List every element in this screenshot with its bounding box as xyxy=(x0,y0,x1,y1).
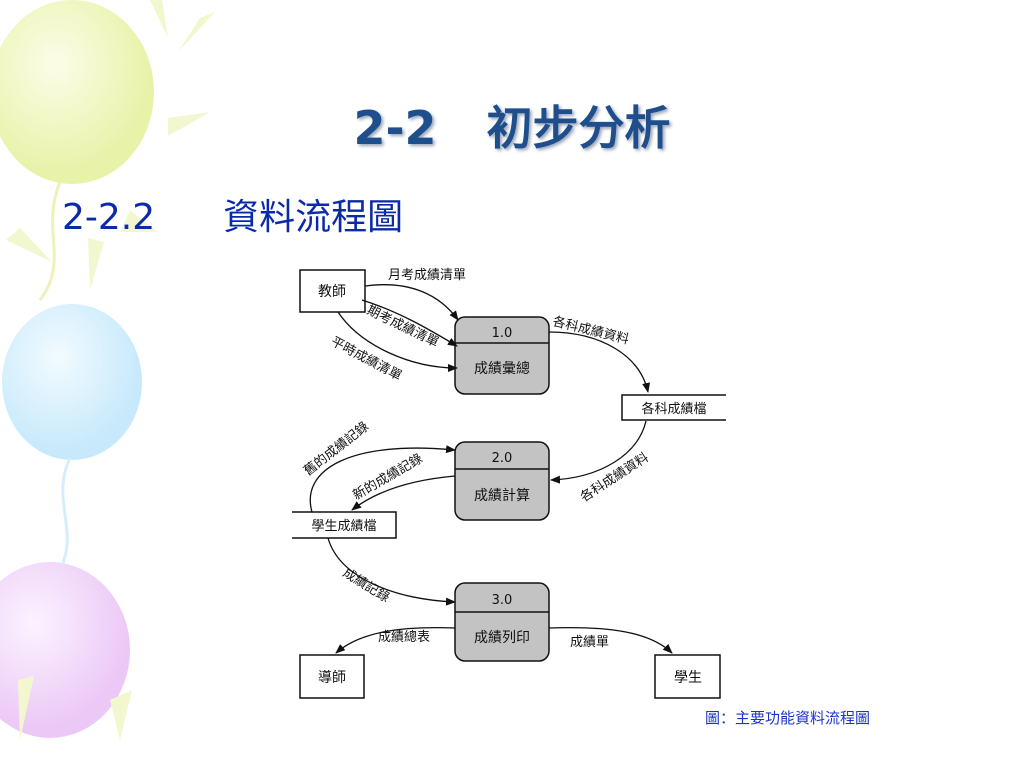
section-text: 資料流程圖 xyxy=(223,197,404,238)
sparkle-rays xyxy=(6,0,215,740)
flow-subject-data-1-label: 各科成績資料 xyxy=(551,313,631,347)
entity-mentor: 導師 xyxy=(299,654,365,699)
process-2-id: 2.0 xyxy=(492,451,513,466)
flow-old-records-arrow xyxy=(309,445,456,513)
entity-teacher: 教師 xyxy=(299,269,366,313)
datastore-student-grades-label: 學生成績檔 xyxy=(311,519,376,534)
flow-monthly-label: 月考成績清單 xyxy=(388,268,466,283)
flow-new-records-arrow xyxy=(351,475,456,511)
flow-subject-data-2-arrow xyxy=(550,420,647,484)
flow-records-label: 成績記錄 xyxy=(340,565,393,606)
datastore-subject-grades: 各科成績檔 xyxy=(621,394,726,421)
flow-monthly-arrow xyxy=(364,284,459,321)
blue-balloon xyxy=(2,304,142,460)
flow-records-arrow xyxy=(327,537,456,606)
slide-title: 2-2 初步分析 xyxy=(0,92,1024,158)
process-1-id: 1.0 xyxy=(492,326,513,341)
flow-usual-label: 平時成績清單 xyxy=(328,334,404,384)
flow-summary-arrow xyxy=(335,627,456,654)
flow-summary-label: 成績總表 xyxy=(378,629,430,645)
entity-student-label: 學生 xyxy=(674,670,702,686)
process-1-name: 成績彙總 xyxy=(474,360,530,377)
entity-mentor-label: 導師 xyxy=(318,670,346,686)
flow-usual-arrow xyxy=(337,311,458,372)
flow-report-label: 成績單 xyxy=(570,635,609,650)
flow-midterm-arrow xyxy=(361,299,458,347)
entity-student: 學生 xyxy=(654,654,721,699)
flow-subject-data-2-label: 各科成績資料 xyxy=(577,449,651,505)
flow-midterm-label: 期考成績清單 xyxy=(364,303,441,351)
yellow-balloon-string xyxy=(38,181,62,301)
figure-caption: 圖：主要功能資料流程圖 xyxy=(705,709,871,727)
process-3: 3.0 成績列印 xyxy=(454,582,550,662)
yellow-balloon xyxy=(0,0,154,184)
title-number: 2-2 xyxy=(353,101,437,155)
process-1: 1.0 成績彙總 xyxy=(454,316,550,395)
blue-balloon-string xyxy=(58,457,72,571)
process-3-id: 3.0 xyxy=(492,593,513,608)
title-text: 初步分析 xyxy=(486,101,671,155)
entity-teacher-label: 教師 xyxy=(318,284,346,300)
flow-report-arrow xyxy=(548,627,673,654)
section-heading: 2-2.2 資料流程圖 xyxy=(62,188,403,240)
purple-balloon xyxy=(0,562,130,738)
flow-new-records-label: 新的成績記錄 xyxy=(350,451,426,504)
section-number: 2-2.2 xyxy=(62,197,156,238)
process-3-name: 成績列印 xyxy=(474,630,530,646)
datastore-student-grades: 學生成績檔 xyxy=(292,511,397,539)
flow-old-records-label: 舊的成績記錄 xyxy=(301,419,372,480)
process-2: 2.0 成績計算 xyxy=(454,441,550,521)
flow-subject-data-1-arrow xyxy=(548,331,650,393)
datastore-subject-grades-label: 各科成績檔 xyxy=(641,401,706,417)
process-2-name: 成績計算 xyxy=(474,488,530,504)
